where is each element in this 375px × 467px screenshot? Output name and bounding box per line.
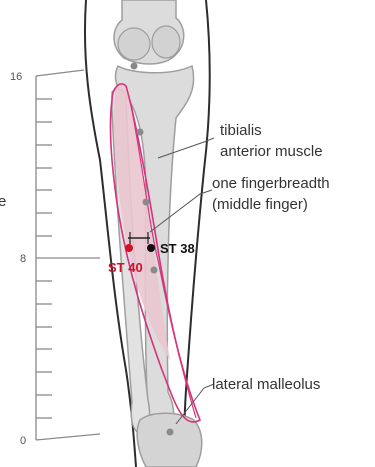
fingerbreadth-label-line1: one fingerbreadth — [212, 175, 330, 192]
ankle-point — [167, 429, 174, 436]
scale-label-16: 16 — [10, 71, 22, 83]
st40-point — [125, 244, 133, 252]
knee-condyle-2 — [152, 26, 180, 58]
scale-label-0: 0 — [20, 435, 26, 447]
landmark-dot — [151, 267, 158, 274]
knee-condyle — [118, 28, 150, 60]
st38-point — [147, 244, 155, 252]
st38-label: ST 38 — [160, 241, 195, 256]
malleolus-label: lateral malleolus — [212, 376, 320, 393]
landmark-dot — [131, 63, 138, 70]
fingerbreadth-label-line2: (middle finger) — [212, 196, 308, 213]
scale-label-8: 8 — [20, 253, 26, 265]
st40-label: ST 40 — [108, 260, 143, 275]
proportional-scale — [36, 70, 100, 440]
landmark-dot — [143, 199, 150, 206]
muscle-label-line1: tibialis — [220, 122, 262, 139]
cut-off-text: e — [0, 193, 6, 210]
muscle-label-line2: anterior muscle — [220, 143, 323, 160]
landmark-dot — [137, 129, 144, 136]
